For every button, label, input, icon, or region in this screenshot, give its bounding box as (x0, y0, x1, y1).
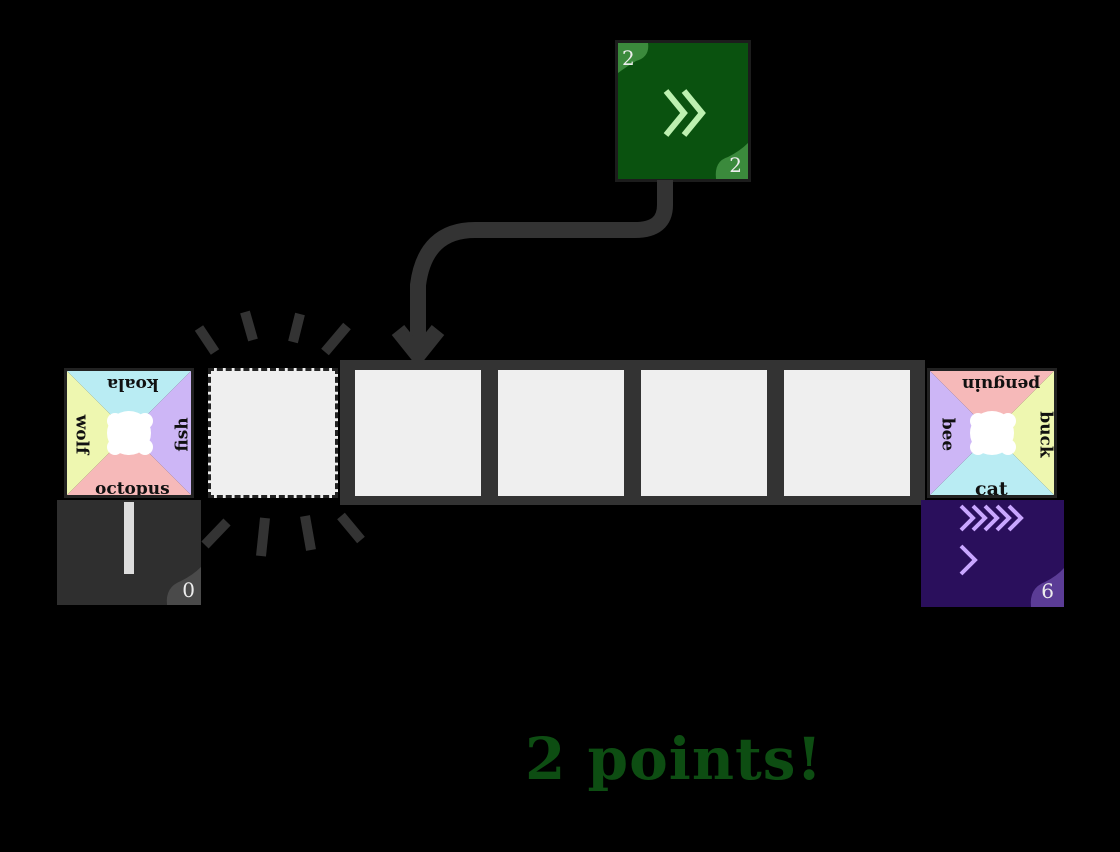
card-corner-bottom: 2 (729, 153, 742, 177)
base-label-left: wolf (71, 414, 92, 455)
base-label-top: koala (107, 374, 159, 394)
slot-3[interactable] (641, 370, 767, 496)
base-label-left: bee (937, 417, 958, 452)
double-chevron-icon (663, 89, 706, 137)
right-base-card[interactable]: penguin buck cat bee (927, 368, 1057, 498)
tray-corner-art (166, 567, 201, 605)
left-base-card[interactable]: koala fish octopus wolf (64, 368, 194, 498)
base-label-bottom: octopus (95, 479, 170, 498)
right-tray-count: 6 (1041, 579, 1054, 603)
highlight-rays (194, 310, 365, 557)
chevron-row-icon (959, 504, 1064, 607)
right-score-tray: 6 (921, 500, 1064, 607)
left-tray-count: 0 (182, 578, 195, 602)
slot-highlighted[interactable] (208, 368, 338, 498)
slot-1[interactable] (355, 370, 481, 496)
base-label-bottom: cat (975, 478, 1008, 498)
base-label-right: buck (1035, 411, 1056, 458)
base-label-right: fish (172, 417, 193, 452)
slot-4[interactable] (784, 370, 910, 496)
slot-2[interactable] (498, 370, 624, 496)
base-card-art (67, 371, 191, 495)
base-label-top: penguin (962, 374, 1041, 394)
points-result: 2 points! (525, 725, 823, 793)
card-art (618, 43, 748, 179)
play-arrow (391, 180, 673, 368)
card-corner-top: 2 (622, 46, 635, 70)
base-card-art (930, 371, 1054, 495)
tally-mark (124, 502, 134, 574)
played-card[interactable]: 2 2 (615, 40, 751, 182)
left-score-tray: 0 (57, 500, 201, 605)
